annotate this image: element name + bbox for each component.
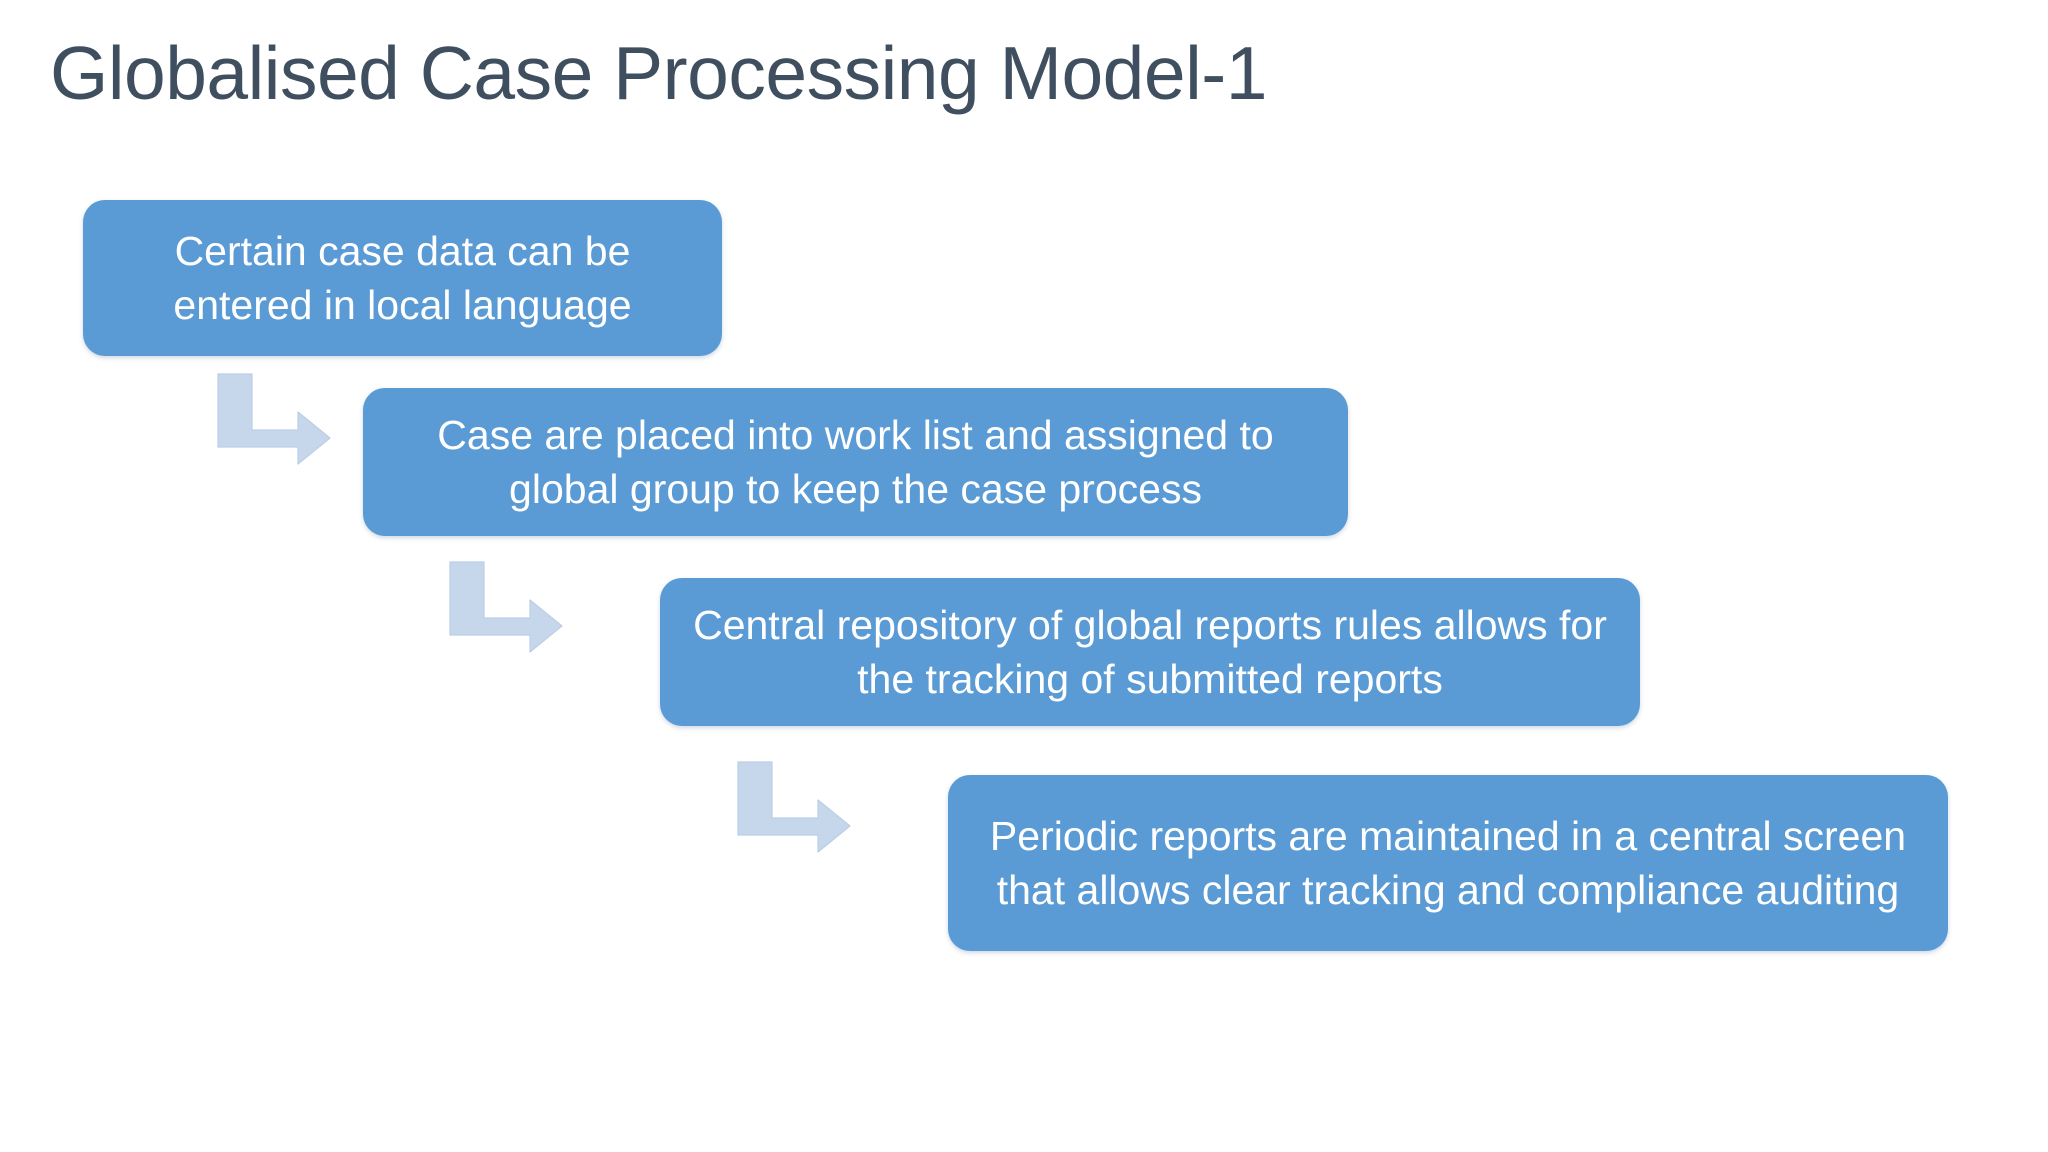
process-box-periodic-reports[interactable]: Periodic reports are maintained in a cen… (948, 775, 1948, 951)
process-box-local-language[interactable]: Certain case data can be entered in loca… (83, 200, 722, 356)
bent-arrow-down-right-icon (736, 760, 852, 856)
process-box-central-repository[interactable]: Central repository of global reports rul… (660, 578, 1640, 726)
page-title: Globalised Case Processing Model-1 (50, 31, 1267, 115)
bent-arrow-down-right-icon (448, 560, 564, 656)
process-box-work-list[interactable]: Case are placed into work list and assig… (363, 388, 1348, 536)
bent-arrow-down-right-icon (216, 372, 332, 468)
process-box-label: Certain case data can be entered in loca… (173, 227, 632, 328)
process-box-label: Case are placed into work list and assig… (437, 411, 1274, 512)
process-box-label: Periodic reports are maintained in a cen… (989, 812, 1907, 913)
process-box-label: Central repository of global reports rul… (693, 601, 1607, 702)
